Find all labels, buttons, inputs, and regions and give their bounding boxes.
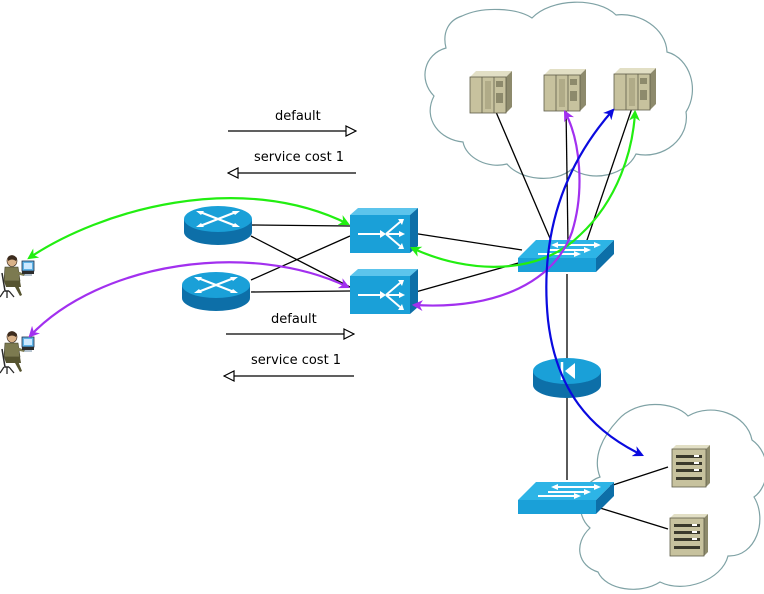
blue-flow-arc xyxy=(545,108,644,457)
user-workstation-icon-bottom xyxy=(0,330,35,375)
user-workstation-icon-top xyxy=(0,254,35,299)
layer4-switch-icon-bottom xyxy=(349,268,419,315)
content-director-icon xyxy=(531,356,603,400)
mainframe-server-icon-2 xyxy=(543,68,587,112)
tower-server-icon-1 xyxy=(671,444,711,488)
label-service-cost-top: service cost 1 xyxy=(254,150,344,165)
label-service-cost-bottom: service cost 1 xyxy=(251,353,341,368)
purple-flow-arc-client xyxy=(28,261,350,338)
label-default-top: default xyxy=(275,109,321,124)
mainframe-server-icon-3 xyxy=(613,67,657,111)
mainframe-server-icon-1 xyxy=(469,70,513,114)
label-default-bottom: default xyxy=(271,312,317,327)
purple-flow-arc-server xyxy=(411,110,581,311)
workgroup-switch-icon-bottom xyxy=(517,481,615,515)
router-icon-top xyxy=(182,204,254,247)
layer4-switch-icon-top xyxy=(349,207,419,254)
green-flow-arc-client xyxy=(27,197,350,260)
router-icon-bottom xyxy=(180,270,252,313)
tower-server-icon-2 xyxy=(669,513,709,557)
